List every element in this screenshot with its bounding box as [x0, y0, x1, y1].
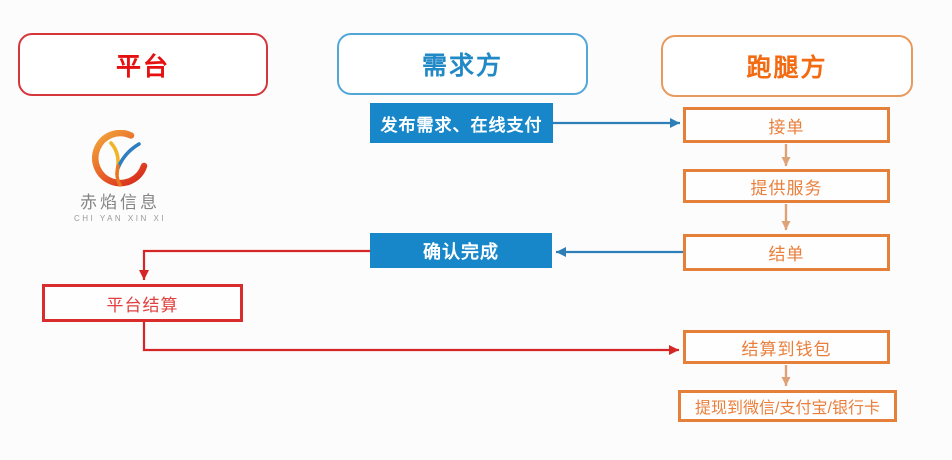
- column-header-runner: 跑腿方: [661, 35, 913, 97]
- column-header-demand-label: 需求方: [421, 52, 503, 80]
- column-header-platform: 平台: [18, 33, 268, 96]
- node-withdraw-to-accounts: 提现到微信/支付宝/银行卡: [678, 390, 897, 422]
- node-close-order-label: 结单: [768, 245, 805, 264]
- node-accept-order-label: 接单: [768, 117, 805, 137]
- company-logo: 赤焰信息 CHI YAN XIN XI: [70, 130, 170, 226]
- node-settle-to-wallet: 结算到钱包: [683, 330, 890, 364]
- node-platform-settlement: 平台结算: [42, 284, 243, 322]
- node-settle-to-wallet-label: 结算到钱包: [741, 339, 832, 359]
- node-publish-demand: 发布需求、在线支付: [370, 103, 553, 143]
- column-header-demand: 需求方: [337, 33, 588, 95]
- node-accept-order: 接单: [683, 107, 890, 143]
- flame-logo-icon: [92, 130, 148, 187]
- node-provide-service-label: 提供服务: [750, 178, 823, 198]
- arrow-confirm-to-settle: [139, 249, 370, 280]
- column-header-platform-label: 平台: [115, 52, 170, 81]
- node-confirm-completion: 确认完成: [370, 233, 552, 268]
- node-publish-demand-label: 发布需求、在线支付: [380, 115, 543, 135]
- logo-romanized-name: CHI YAN XIN XI: [73, 214, 167, 223]
- node-confirm-completion-label: 确认完成: [423, 241, 499, 262]
- arrow-settle-to-wallet: [142, 322, 679, 355]
- node-withdraw-to-accounts-label: 提现到微信/支付宝/银行卡: [695, 400, 880, 417]
- logo-company-name: 赤焰信息: [80, 193, 160, 212]
- node-platform-settlement-label: 平台结算: [106, 295, 179, 315]
- node-provide-service: 提供服务: [683, 169, 890, 203]
- node-close-order: 结单: [683, 234, 890, 271]
- column-header-runner-label: 跑腿方: [746, 54, 828, 82]
